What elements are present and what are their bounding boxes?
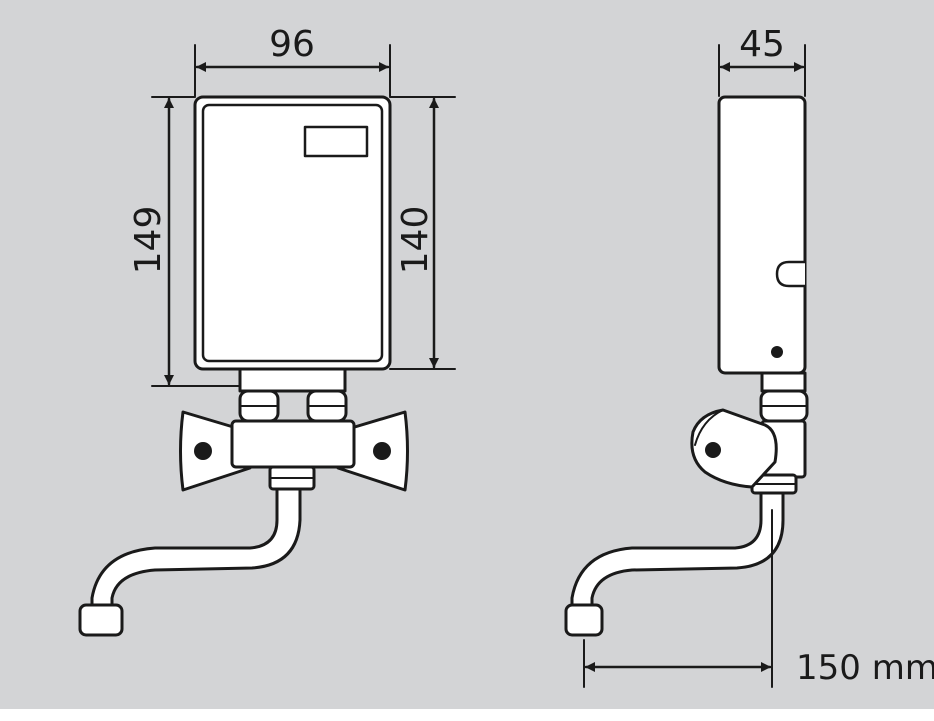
front-spout-nozzle bbox=[78, 603, 124, 637]
side-view bbox=[564, 44, 809, 688]
side-handle-hole bbox=[705, 442, 721, 458]
side-indicator-dot bbox=[771, 346, 783, 358]
right-handle-hole bbox=[373, 442, 391, 460]
side-connector-block bbox=[760, 371, 807, 393]
projection-label: 150 mm bbox=[796, 648, 934, 688]
side-handle-edge bbox=[694, 409, 724, 446]
front-view bbox=[78, 44, 456, 637]
front-body-height-label: 140 bbox=[395, 206, 436, 275]
front-heater-panel bbox=[201, 103, 384, 363]
display-window bbox=[303, 125, 369, 158]
front-width-label: 96 bbox=[269, 24, 315, 65]
valve-bar bbox=[230, 419, 356, 469]
side-valve-handle bbox=[690, 408, 778, 489]
left-handle-hole bbox=[194, 442, 212, 460]
side-heater-body bbox=[717, 95, 807, 375]
side-slot bbox=[775, 260, 807, 288]
front-connector-block bbox=[238, 367, 347, 393]
side-spout-nozzle bbox=[564, 603, 604, 637]
front-total-height-label: 149 bbox=[128, 206, 169, 275]
side-depth-label: 45 bbox=[739, 24, 785, 65]
